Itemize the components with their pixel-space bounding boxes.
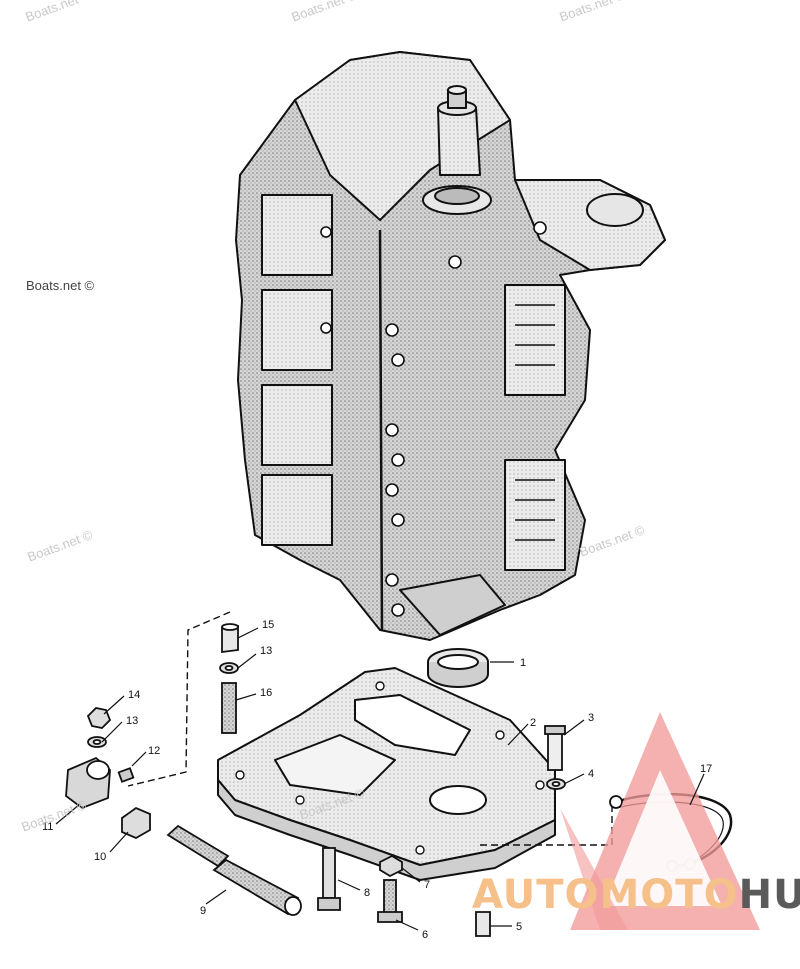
adapter-plate-part-2: [217, 667, 556, 881]
engine-block: [235, 51, 666, 641]
logo-part-2: HUB: [738, 872, 800, 918]
callout-3: 3: [588, 712, 594, 724]
watermark-strong: Boats.net ©: [26, 278, 95, 293]
callout-5: 5: [516, 921, 522, 933]
callout-11: 11: [42, 821, 53, 833]
callout-6: 6: [422, 929, 428, 941]
callout-15: 15: [262, 619, 274, 631]
callout-labels: 1 2 3 4 5 6 7 8 9 10 11 12 13 13 14 15 1…: [42, 619, 712, 941]
callout-16: 16: [260, 687, 272, 699]
callout-9: 9: [200, 905, 206, 917]
seal-part-1: [427, 648, 489, 688]
callout-10: 10: [94, 851, 106, 863]
callout-1: 1: [520, 657, 526, 669]
callout-7: 7: [424, 879, 430, 891]
callout-8: 8: [364, 887, 370, 899]
callout-12: 12: [148, 745, 160, 757]
automotohub-logo-mark: [560, 712, 760, 930]
logo-part-1: AUTOMOTO: [472, 872, 739, 918]
automotohub-logo-text: AUTOMOTOHUB: [472, 872, 800, 918]
callout-14: 14: [128, 689, 140, 701]
callout-17: 17: [700, 763, 712, 775]
hardware: [65, 623, 733, 937]
callout-13-upper: 13: [260, 645, 272, 657]
callout-13-lower: 13: [126, 715, 138, 727]
leader-lines: [55, 627, 705, 931]
callout-2: 2: [530, 717, 536, 729]
callout-4: 4: [588, 768, 594, 780]
